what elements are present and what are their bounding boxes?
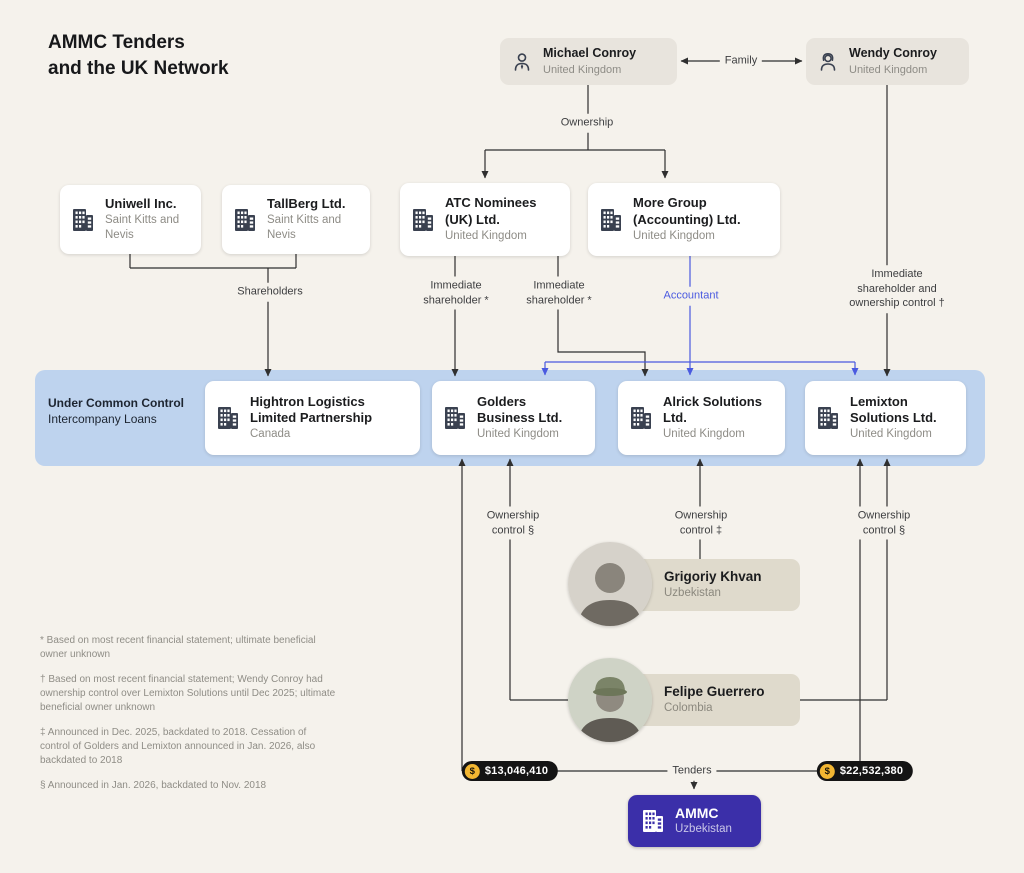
building-icon <box>232 207 258 233</box>
owner-country: Uzbekistan <box>664 587 721 600</box>
tender-amount: $22,532,380 <box>839 765 904 777</box>
building-icon <box>442 405 468 431</box>
company-country: United Kingdom <box>477 428 559 441</box>
edge-label-tenders: Tenders <box>667 761 717 781</box>
dollar-coin-icon: $ <box>464 763 480 779</box>
building-icon <box>215 405 241 431</box>
owner-name: Grigoriy Khvan <box>664 568 762 584</box>
footnote-asterisk: * Based on most recent financial stateme… <box>40 635 316 660</box>
building-icon <box>628 405 654 431</box>
company-country: Uzbekistan <box>675 823 732 836</box>
company-node-atc-nominees: ATC Nominees (UK) Ltd. United Kingdom <box>400 183 570 256</box>
company-node-ammc: AMMC Uzbekistan <box>628 795 761 847</box>
shareholders-edges <box>129 254 297 377</box>
edge-label-immediate-shareholder-2: Immediate shareholder * <box>515 276 603 310</box>
felipe-photo <box>568 658 652 742</box>
accountant-edges <box>541 256 859 376</box>
page-title: AMMC Tenders and the UK Network <box>48 30 229 81</box>
company-name: AMMC <box>675 804 719 821</box>
edge-label-ownership-control-golders: Ownership control § <box>474 506 552 540</box>
page-title-line2: and the UK Network <box>48 57 229 79</box>
band-label: Under Common Control Intercompany Loans <box>48 396 184 426</box>
male-person-icon <box>510 50 534 74</box>
dollar-coin-icon: $ <box>819 763 835 779</box>
company-node-uniwell: Uniwell Inc. Saint Kitts and Nevis <box>60 185 201 254</box>
footnote-double-dagger: ‡ Announced in Dec. 2025, backdated to 2… <box>40 727 316 766</box>
company-name: ATC Nominees (UK) Ltd. <box>445 195 537 227</box>
building-icon <box>410 207 436 233</box>
company-country: Saint Kitts and Nevis <box>105 214 180 242</box>
building-icon <box>598 207 624 233</box>
building-icon <box>815 405 841 431</box>
person-country: United Kingdom <box>849 63 928 76</box>
edge-label-ownership-control-alrick: Ownership control ‡ <box>662 506 740 540</box>
band-label-subtitle: Intercompany Loans <box>48 412 157 426</box>
edge-label-ownership-control-lemixton: Ownership control § <box>845 506 923 540</box>
immediate-shareholder-edges <box>451 256 649 377</box>
company-country: United Kingdom <box>633 229 715 242</box>
company-name: Lemixton Solutions Ltd. <box>850 393 937 426</box>
page-title-line1: AMMC Tenders <box>48 32 185 53</box>
company-node-tallberg: TallBerg Ltd. Saint Kitts and Nevis <box>222 185 370 254</box>
owner-country: Colombia <box>664 702 713 715</box>
edge-label-shareholders: Shareholders <box>232 282 308 302</box>
company-country: Canada <box>250 428 291 441</box>
company-node-hightron: Hightron Logistics Limited Partnership C… <box>205 381 420 455</box>
company-node-golders: Golders Business Ltd. United Kingdom <box>432 381 595 455</box>
company-name: TallBerg Ltd. <box>267 195 346 211</box>
footnotes: * Based on most recent financial stateme… <box>40 634 336 804</box>
person-node-wendy-conroy: Wendy Conroy United Kingdom <box>806 38 969 85</box>
edge-label-wendy-relationship: Immediate shareholder and ownership cont… <box>836 265 958 313</box>
company-node-lemixton: Lemixton Solutions Ltd. United Kingdom <box>805 381 966 455</box>
tender-amount: $13,046,410 <box>484 765 549 777</box>
person-silhouette <box>568 542 652 626</box>
company-name: Uniwell Inc. <box>105 195 177 211</box>
company-name: Alrick Solutions Ltd. <box>663 393 762 426</box>
edge-label-accountant: Accountant <box>658 286 724 306</box>
company-node-alrick: Alrick Solutions Ltd. United Kingdom <box>618 381 785 455</box>
company-country: United Kingdom <box>850 428 932 441</box>
company-country: United Kingdom <box>663 428 745 441</box>
female-person-icon <box>816 50 840 74</box>
company-name: Golders Business Ltd. <box>477 393 563 426</box>
company-name: More Group (Accounting) Ltd. <box>633 195 741 227</box>
tender-amount-badge-left: $ $13,046,410 <box>461 761 559 781</box>
edge-label-family: Family <box>719 51 763 71</box>
person-node-michael-conroy: Michael Conroy United Kingdom <box>500 38 677 85</box>
footnote-dagger: † Based on most recent financial stateme… <box>40 674 336 713</box>
person-country: United Kingdom <box>543 63 622 76</box>
owner-name: Felipe Guerrero <box>664 683 765 699</box>
person-name: Wendy Conroy <box>849 46 937 61</box>
building-icon <box>640 808 666 834</box>
company-node-more-group: More Group (Accounting) Ltd. United King… <box>588 183 780 256</box>
footnote-section: § Announced in Jan. 2026, backdated to N… <box>40 780 267 791</box>
company-name: Hightron Logistics Limited Partnership <box>250 393 373 426</box>
band-label-title: Under Common Control <box>48 396 184 410</box>
grigoriy-photo <box>568 542 652 626</box>
tender-amount-badge-right: $ $22,532,380 <box>816 761 914 781</box>
building-icon <box>70 207 96 233</box>
company-country: Saint Kitts and Nevis <box>267 214 342 242</box>
company-country: United Kingdom <box>445 229 527 242</box>
person-name: Michael Conroy <box>543 46 637 61</box>
edge-label-immediate-shareholder-1: Immediate shareholder * <box>412 276 500 310</box>
person-silhouette <box>568 658 652 742</box>
edge-label-ownership: Ownership <box>555 113 619 133</box>
